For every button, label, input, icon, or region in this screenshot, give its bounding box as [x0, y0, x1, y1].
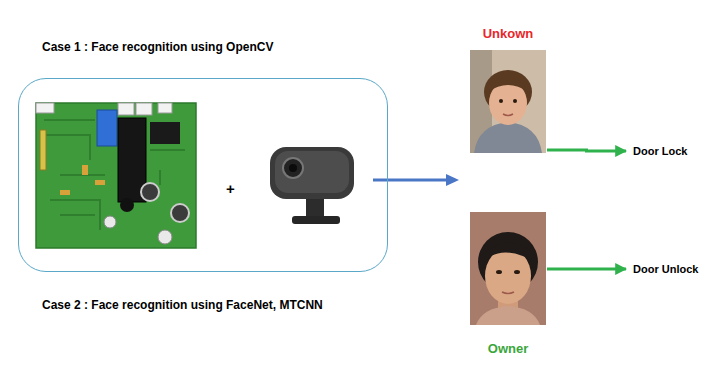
owner-photo	[470, 212, 546, 325]
photo-frame: Unkown	[470, 50, 546, 153]
capacitor	[158, 230, 172, 244]
photo-shoulders	[476, 306, 540, 325]
photo-shirt	[474, 122, 542, 153]
relay	[97, 110, 117, 146]
case-heading: Case 1 : Face recognition using OpenCV	[42, 40, 273, 54]
photo-frame: Owner	[470, 212, 546, 325]
webcam	[270, 147, 354, 224]
photo-mouth	[503, 114, 513, 116]
terminal-block	[118, 103, 134, 115]
node-text: +	[226, 180, 235, 197]
resistor	[82, 165, 88, 175]
webcam-lens	[283, 158, 303, 178]
flow-arrow	[373, 179, 448, 182]
unknown-photo	[470, 50, 546, 153]
terminal-block	[136, 103, 152, 115]
resistor	[95, 180, 105, 185]
terminal-block	[36, 103, 54, 113]
photo-mouth	[502, 292, 514, 294]
flow-arrowhead	[446, 174, 459, 186]
pcb-board	[36, 103, 196, 248]
capacitor	[104, 216, 116, 228]
photo-background	[470, 50, 546, 153]
photo-eye	[513, 99, 517, 103]
resistor	[60, 190, 70, 195]
webcam-lens-core	[289, 164, 297, 172]
photo-background	[470, 212, 546, 325]
pin-header	[40, 130, 46, 170]
webcam-body	[270, 147, 354, 199]
webcam-face	[275, 151, 349, 193]
transistor	[120, 198, 134, 212]
photo-eye	[496, 270, 502, 274]
node-text: Door Unlock	[633, 263, 698, 275]
photo-fringe	[484, 242, 532, 262]
terminal-block	[158, 103, 172, 113]
node-text: Unkown	[470, 26, 546, 41]
photo-fringe	[488, 78, 528, 92]
case-heading: Case 2 : Face recognition using FaceNet,…	[42, 298, 323, 312]
webcam-base	[292, 216, 340, 224]
result-text: Door Lock	[630, 143, 690, 159]
power-module-side	[150, 122, 180, 144]
node-text: Door Lock	[633, 145, 687, 157]
result-arrow	[547, 268, 626, 271]
pcb	[36, 103, 196, 248]
photo-eye	[514, 270, 520, 274]
capacitor	[141, 183, 159, 201]
capacitor	[171, 204, 189, 222]
photo-eye	[499, 99, 503, 103]
result-text: Door Unlock	[630, 261, 701, 277]
result-arrow	[547, 150, 626, 151]
device-group: +	[18, 78, 388, 272]
node-text: Owner	[470, 341, 546, 356]
